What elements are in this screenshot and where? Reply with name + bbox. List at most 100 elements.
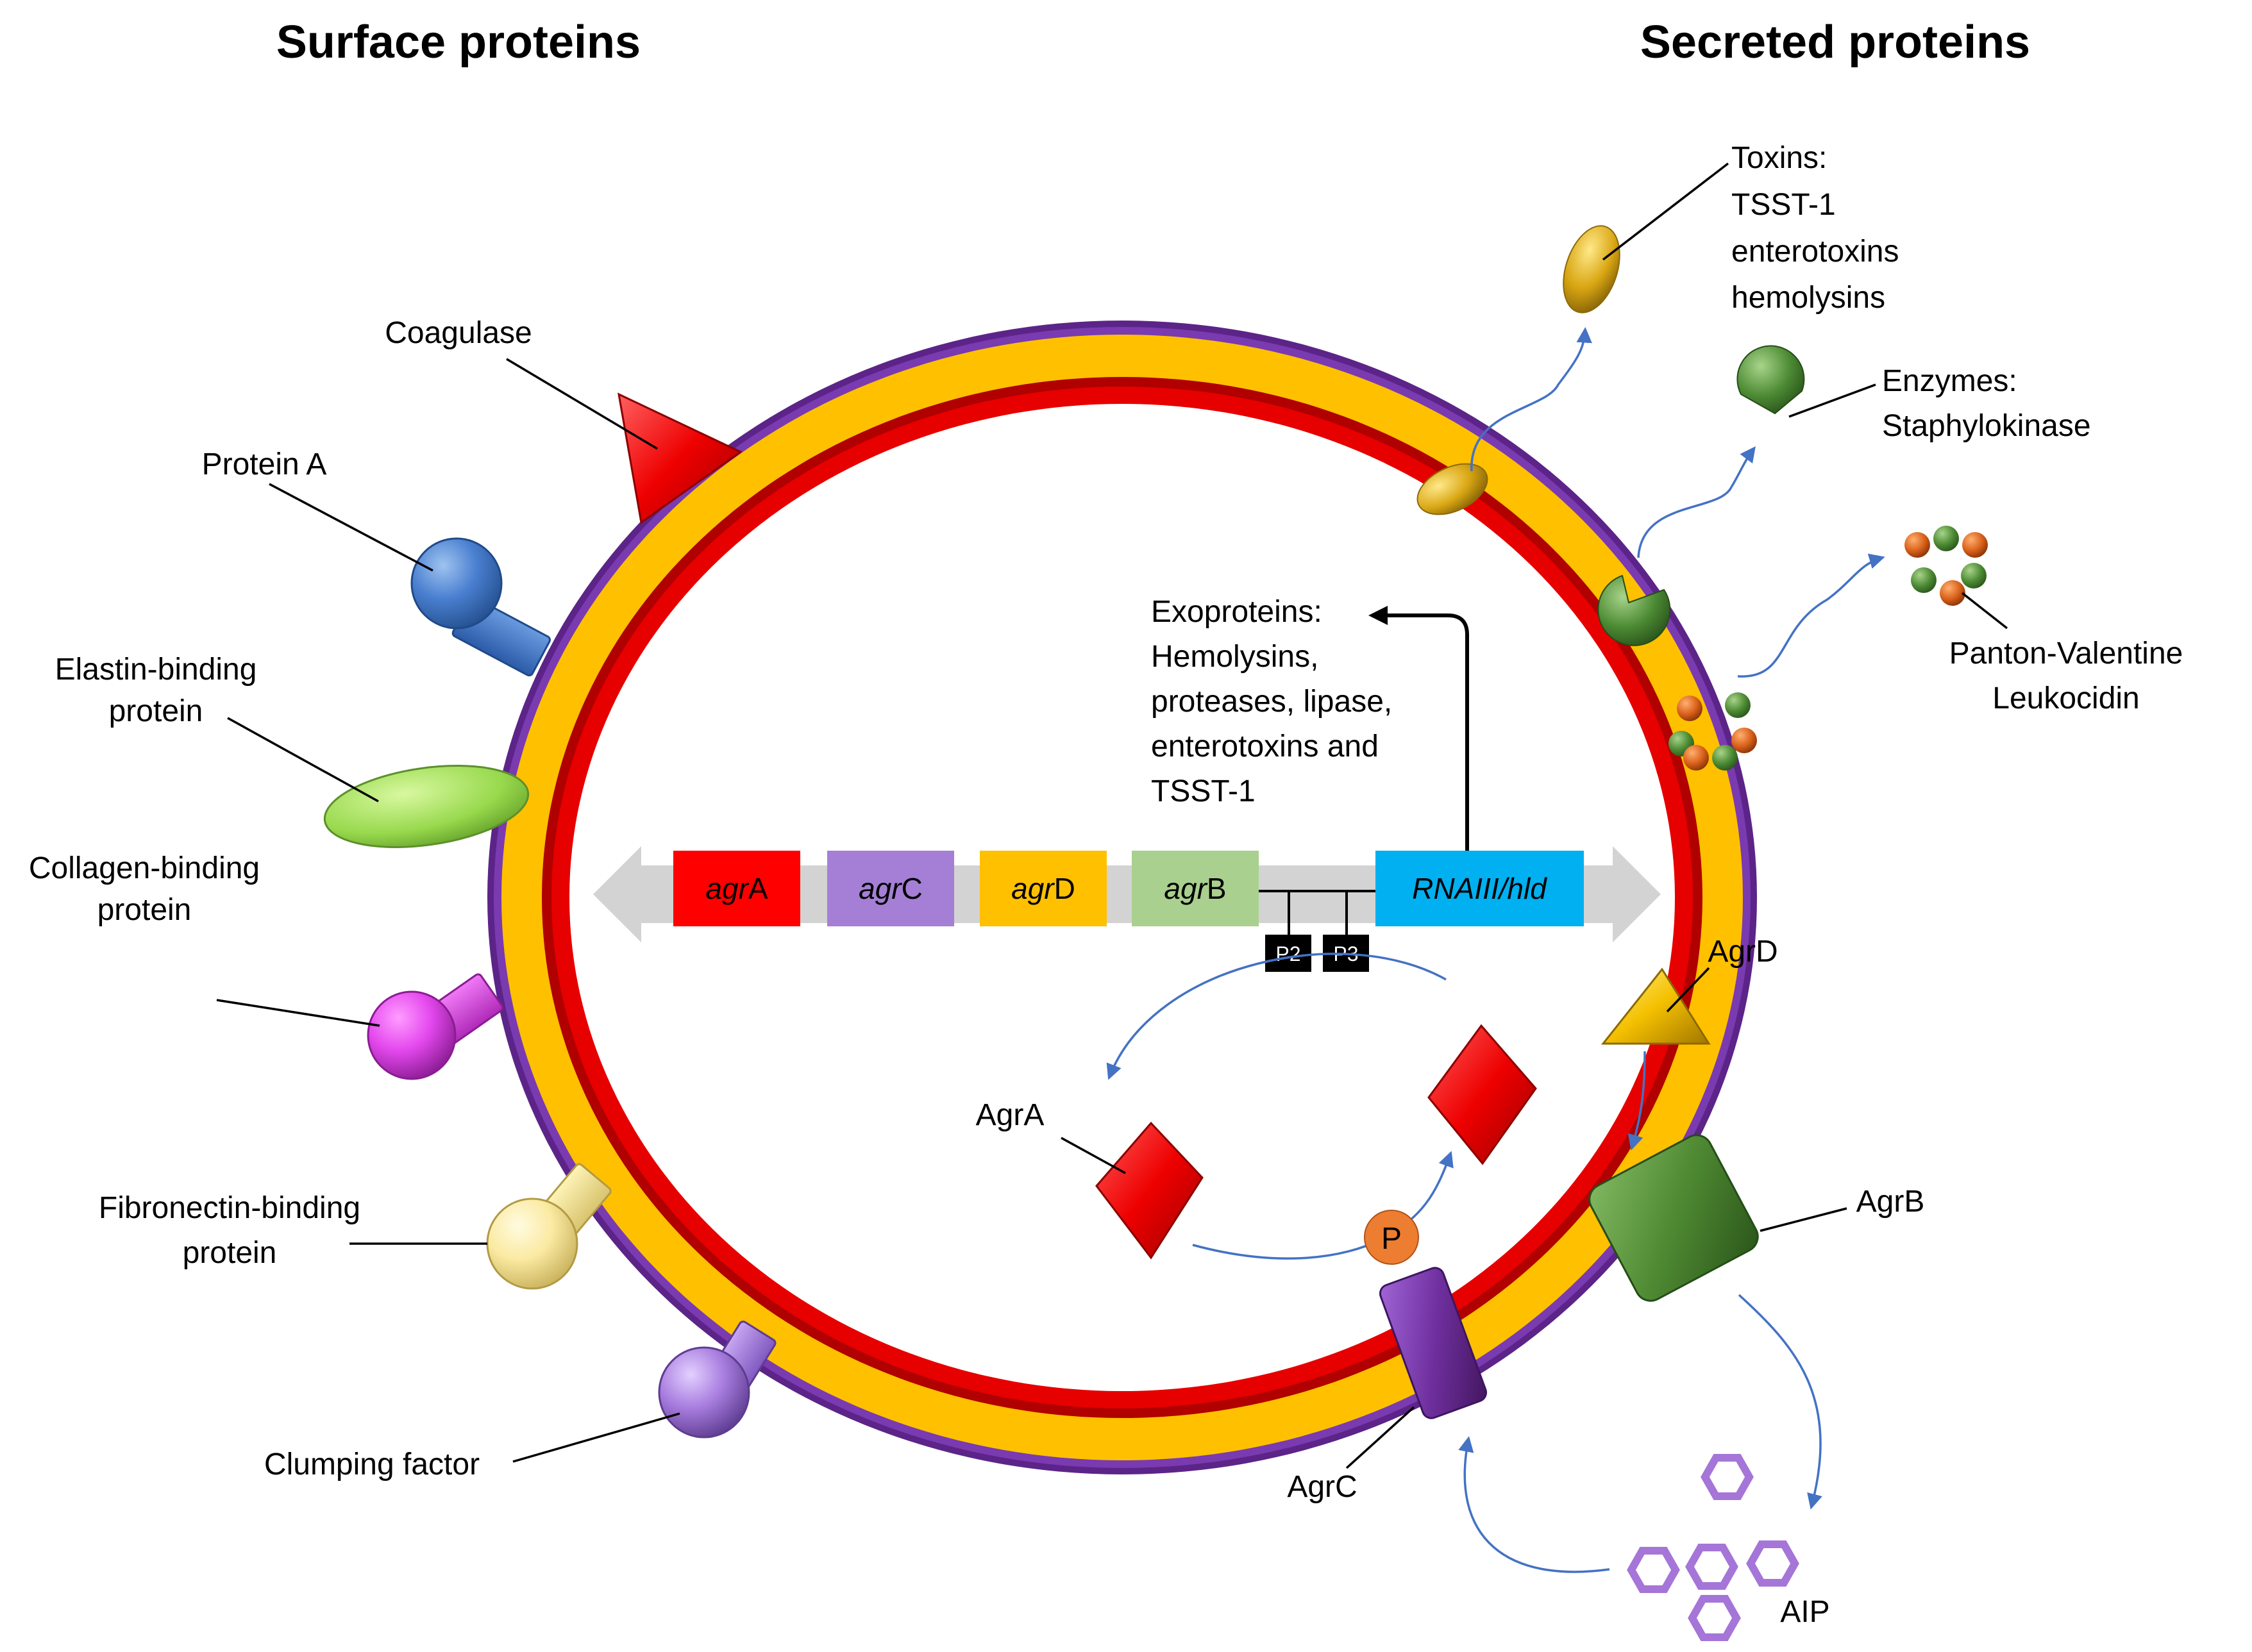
pvl-group: Panton-Valentine Leukocidin xyxy=(1668,526,2183,771)
agrB-leader xyxy=(1760,1207,1847,1232)
agrD-gene-label: agrD xyxy=(1011,872,1075,905)
agrA-leader xyxy=(1061,1137,1126,1174)
protein-a: Protein A xyxy=(202,447,551,677)
agrA-gene-label: agrA xyxy=(705,872,768,905)
pvl-subunit xyxy=(1904,532,1930,558)
agrD-protein-label: AgrD xyxy=(1708,935,1777,969)
agr-signaling: AgrA P AgrC AgrB AgrD AIP xyxy=(976,935,1925,1641)
agrC-gene-box xyxy=(827,851,954,926)
collagen-binding-leader xyxy=(216,999,380,1027)
exoproteins-line3: proteases, lipase, xyxy=(1151,685,1392,719)
pvl-subunit xyxy=(1683,745,1709,771)
toxins-label-line1: Toxins: xyxy=(1731,141,1827,175)
pvl-subunit xyxy=(1961,563,1987,588)
collagen-binding-head xyxy=(367,990,457,1080)
enzyme-secreted xyxy=(1736,345,1805,415)
agrA-gene-letter: A xyxy=(748,872,768,905)
toxins-group: Toxins: TSST-1 enterotoxins hemolysins xyxy=(1416,141,1899,515)
enzymes-leader xyxy=(1788,383,1876,418)
p2-to-agrA-arrow xyxy=(1106,953,1447,1080)
agrD-to-agrB-arrow xyxy=(1627,1051,1646,1151)
elastin-binding-leader xyxy=(227,717,379,803)
agrB-protein-label: AgrB xyxy=(1856,1185,1925,1219)
elastin-binding-label-line2: protein xyxy=(109,694,203,728)
rnaiii-output-arrow xyxy=(1368,606,1469,851)
agrA-phosphorylated-diamond xyxy=(1427,1024,1537,1165)
agrA-gene-box xyxy=(673,851,800,926)
enzymes-label-line2: Staphylokinase xyxy=(1882,409,2091,443)
clumping-factor-leader xyxy=(512,1412,680,1463)
rnaiii-gene-label: RNAIII/hld xyxy=(1412,872,1547,905)
exoproteins-line5: TSST-1 xyxy=(1151,774,1256,808)
agrB-gene-label: agrB xyxy=(1164,872,1226,905)
coagulase-triangle xyxy=(618,392,743,524)
fibronectin-binding-label-line2: protein xyxy=(183,1236,277,1270)
fibronectin-binding-head xyxy=(486,1197,578,1290)
agrC-gene-italic: agr xyxy=(859,872,902,905)
exoproteins-text: Exoproteins: Hemolysins, proteases, lipa… xyxy=(1151,595,1392,808)
aip-ring xyxy=(1627,1547,1680,1593)
agrB-gene-italic: agr xyxy=(1164,872,1207,905)
aip-molecules xyxy=(1627,1454,1799,1641)
collagen-binding-label-line2: protein xyxy=(97,893,192,927)
enzymes-group: Enzymes: Staphylokinase xyxy=(1597,345,2091,646)
pvl-label-line2: Leukocidin xyxy=(1992,681,2140,715)
pvl-subunit xyxy=(1677,696,1702,721)
p2-promoter-label: P2 xyxy=(1275,942,1300,965)
pvl-complex-in-membrane xyxy=(1668,692,1757,771)
elastin-binding-label-line1: Elastin-binding xyxy=(55,653,257,687)
toxin-secretion-arrow xyxy=(1470,327,1592,472)
agrD-gene-italic: agr xyxy=(1011,872,1055,905)
aip-label: AIP xyxy=(1780,1595,1829,1629)
secreted-proteins-header: Secreted proteins xyxy=(1640,17,2030,68)
protein-a-label: Protein A xyxy=(202,447,327,481)
toxin-secreted xyxy=(1563,225,1620,313)
elastin-binding-protein: Elastin-binding protein xyxy=(55,653,530,848)
agrB-to-aip-arrow xyxy=(1738,1294,1822,1510)
aip-ring xyxy=(1746,1540,1799,1587)
agrC-gene-letter: C xyxy=(902,872,923,905)
enzyme-in-membrane xyxy=(1597,574,1671,646)
agr-operon: agrA agrC agrD agrB RNAIII/hld P2 P3 xyxy=(593,606,1661,972)
pvl-complex-secreted xyxy=(1904,526,1988,606)
aip-ring xyxy=(1685,1544,1738,1590)
toxins-label-line4: hemolysins xyxy=(1731,281,1885,315)
exoproteins-line2: Hemolysins, xyxy=(1151,640,1318,674)
clumping-factor-head xyxy=(658,1346,750,1439)
pvl-subunit xyxy=(1712,745,1738,771)
agrD-leader xyxy=(1666,967,1710,1013)
phosphate-circle xyxy=(1364,1210,1419,1265)
agrA-gene-italic: agr xyxy=(705,872,749,905)
rnaiii-gene-box xyxy=(1375,851,1584,926)
enzyme-secretion-arrow xyxy=(1637,446,1756,558)
toxins-label-line2: TSST-1 xyxy=(1731,188,1836,222)
agrA-protein-label: AgrA xyxy=(976,1098,1045,1132)
enzymes-label-line1: Enzymes: xyxy=(1882,364,2017,398)
exoproteins-line1: Exoproteins: xyxy=(1151,595,1322,629)
agrC-receptor xyxy=(1379,1267,1488,1419)
aip-ring xyxy=(1701,1454,1754,1500)
collagen-binding-protein: Collagen-binding protein xyxy=(29,851,504,1080)
pvl-subunit xyxy=(1911,567,1937,593)
pvl-label-line1: Panton-Valentine xyxy=(1949,637,2183,671)
agrD-triangle xyxy=(1601,967,1711,1045)
protein-a-head xyxy=(410,537,503,630)
agrD-gene-box xyxy=(980,851,1107,926)
clumping-factor-label: Clumping factor xyxy=(264,1448,480,1481)
agrA-diamond xyxy=(1095,1121,1204,1260)
pvl-subunit xyxy=(1940,580,1965,606)
toxins-leader xyxy=(1602,162,1729,261)
agrB-gene-box xyxy=(1132,851,1259,926)
agrC-gene-label: agrC xyxy=(859,872,923,905)
phosphate-label: P xyxy=(1381,1222,1402,1256)
elastin-binding-shape xyxy=(323,765,530,848)
collagen-binding-label-line1: Collagen-binding xyxy=(29,851,260,885)
pvl-secretion-arrow xyxy=(1737,553,1885,678)
coagulase-protein: Coagulase xyxy=(385,316,743,524)
agrC-protein-label: AgrC xyxy=(1287,1470,1357,1504)
clumping-factor-protein: Clumping factor xyxy=(264,1321,777,1481)
aip-to-agrC-arrow xyxy=(1458,1436,1610,1573)
agrD-gene-letter: D xyxy=(1054,872,1075,905)
agrB-gene-letter: B xyxy=(1207,872,1227,905)
